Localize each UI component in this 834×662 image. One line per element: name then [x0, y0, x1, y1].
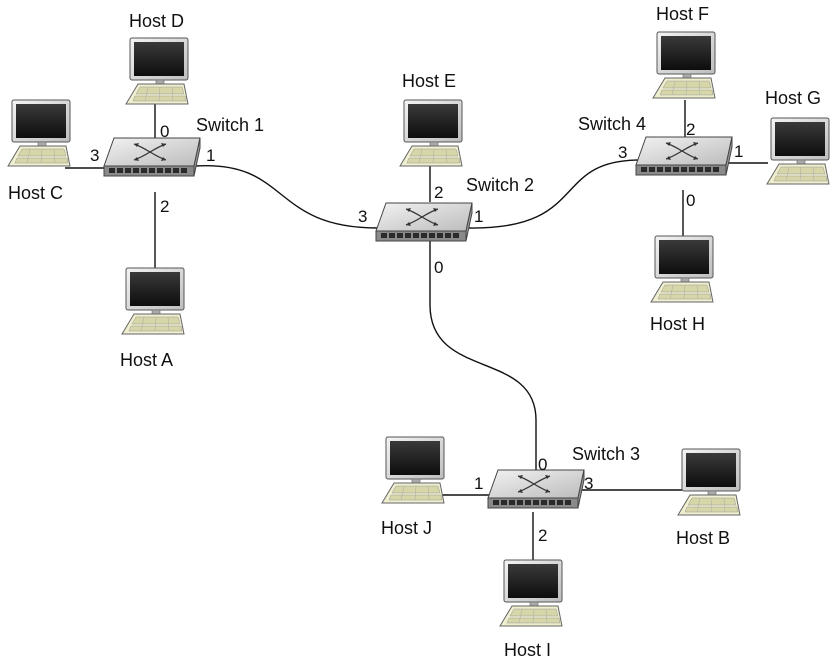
- s1-port-1: 1: [206, 146, 215, 165]
- host-i-label: Host I: [504, 640, 551, 660]
- s3-port-2: 2: [538, 526, 547, 545]
- host-h-icon: [650, 235, 714, 303]
- host-j-label: Host J: [381, 518, 432, 538]
- s3-port-3: 3: [584, 474, 593, 493]
- host-f-icon: [652, 31, 716, 99]
- switch-3-label: Switch 3: [572, 444, 640, 464]
- s2-port-1: 1: [474, 207, 483, 226]
- host-h-label: Host H: [650, 314, 705, 334]
- host-g-label: Host G: [765, 88, 821, 108]
- host-d-icon: [125, 37, 189, 105]
- switch-4-label: Switch 4: [578, 114, 646, 134]
- switch-1-label: Switch 1: [196, 115, 264, 135]
- s4-port-0: 0: [686, 191, 695, 210]
- s2-port-0: 0: [434, 258, 443, 277]
- host-a-icon: [121, 267, 185, 335]
- s2-port-3: 3: [358, 207, 367, 226]
- host-j-icon: [381, 436, 445, 504]
- host-i-icon: [499, 559, 563, 627]
- s4-port-3: 3: [618, 143, 627, 162]
- s1-port-3: 3: [90, 146, 99, 165]
- s4-port-1: 1: [734, 142, 743, 161]
- link-s2-s4: [467, 159, 641, 229]
- s4-port-2: 2: [686, 120, 695, 139]
- link-s2-s3: [429, 240, 537, 470]
- host-b-label: Host B: [676, 528, 730, 548]
- link-s1-s2: [194, 164, 379, 229]
- switch-1-icon: [103, 137, 201, 177]
- s1-port-0: 0: [160, 122, 169, 141]
- host-c-icon: [7, 99, 71, 167]
- host-e-icon: [399, 99, 463, 167]
- host-c-label: Host C: [8, 183, 63, 203]
- host-b-icon: [677, 448, 741, 516]
- host-g-icon: [766, 117, 830, 185]
- switch-4-icon: [635, 136, 733, 176]
- switch-2-label: Switch 2: [466, 175, 534, 195]
- host-d-label: Host D: [129, 11, 184, 31]
- switch-3-icon: [487, 469, 585, 509]
- s2-port-2: 2: [434, 183, 443, 202]
- s3-port-1: 1: [474, 474, 483, 493]
- switch-2-icon: [375, 202, 473, 242]
- s1-port-2: 2: [160, 197, 169, 216]
- s3-port-0: 0: [538, 455, 547, 474]
- host-e-label: Host E: [402, 71, 456, 91]
- host-a-label: Host A: [120, 350, 173, 370]
- host-f-label: Host F: [656, 4, 709, 24]
- links: [65, 85, 768, 562]
